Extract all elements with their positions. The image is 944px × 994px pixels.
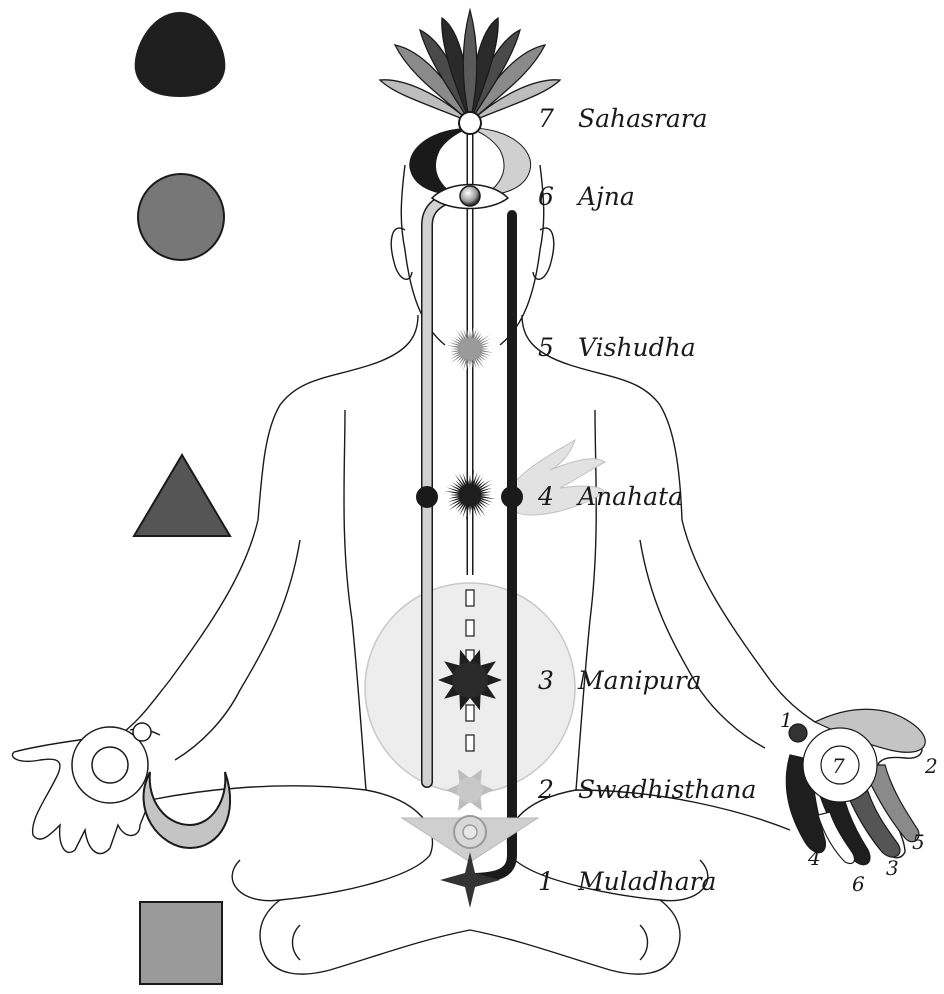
chakra-number: 3 bbox=[538, 668, 578, 693]
chakra-name: Sahasrara bbox=[578, 104, 708, 133]
hand-label-5: 5 bbox=[912, 832, 925, 852]
earth-square-icon bbox=[140, 902, 222, 984]
hand-label-6: 6 bbox=[852, 874, 865, 894]
ida-anahata-node bbox=[416, 486, 438, 508]
swadhisthana-core bbox=[457, 777, 483, 803]
left-hand-mudra bbox=[72, 723, 151, 803]
chakra-name: Vishudha bbox=[578, 333, 696, 362]
hand-label-1: 1 bbox=[780, 710, 793, 730]
water-crescent-icon bbox=[144, 772, 231, 848]
muladhara-star bbox=[440, 852, 500, 908]
air-circle-icon bbox=[138, 174, 224, 260]
chakra-name: Anahata bbox=[578, 482, 683, 511]
chakra-number: 7 bbox=[538, 106, 578, 131]
starburst-rays bbox=[444, 469, 495, 520]
anahata-marker bbox=[444, 469, 495, 520]
chakra-number: 6 bbox=[538, 184, 578, 209]
manipura-core bbox=[452, 662, 488, 698]
hand-label-7: 7 bbox=[832, 756, 845, 776]
sahasrara-point bbox=[459, 112, 481, 134]
chakra-name: Ajna bbox=[578, 182, 635, 211]
sahasrara-lotus bbox=[380, 10, 560, 122]
ether-egg-icon bbox=[135, 12, 226, 97]
hand-label-3: 3 bbox=[886, 858, 899, 878]
right-hand-mudra bbox=[786, 709, 925, 864]
chakra-number: 1 bbox=[538, 869, 578, 894]
ajna-point bbox=[460, 186, 480, 206]
vishudha-core bbox=[459, 338, 481, 360]
vishudha-marker bbox=[446, 325, 493, 372]
pingala-anahata-node bbox=[501, 486, 523, 508]
chakra-name: Muladhara bbox=[578, 867, 716, 896]
chakra-name: Manipura bbox=[578, 666, 702, 695]
chakra-name: Swadhisthana bbox=[578, 775, 756, 804]
chakra-number: 4 bbox=[538, 484, 578, 509]
chakra-number: 5 bbox=[538, 335, 578, 360]
hand-label-4: 4 bbox=[808, 848, 821, 868]
fire-triangle-icon bbox=[134, 455, 230, 536]
chakra-number: 2 bbox=[538, 777, 578, 802]
hand-label-2: 2 bbox=[925, 756, 938, 776]
